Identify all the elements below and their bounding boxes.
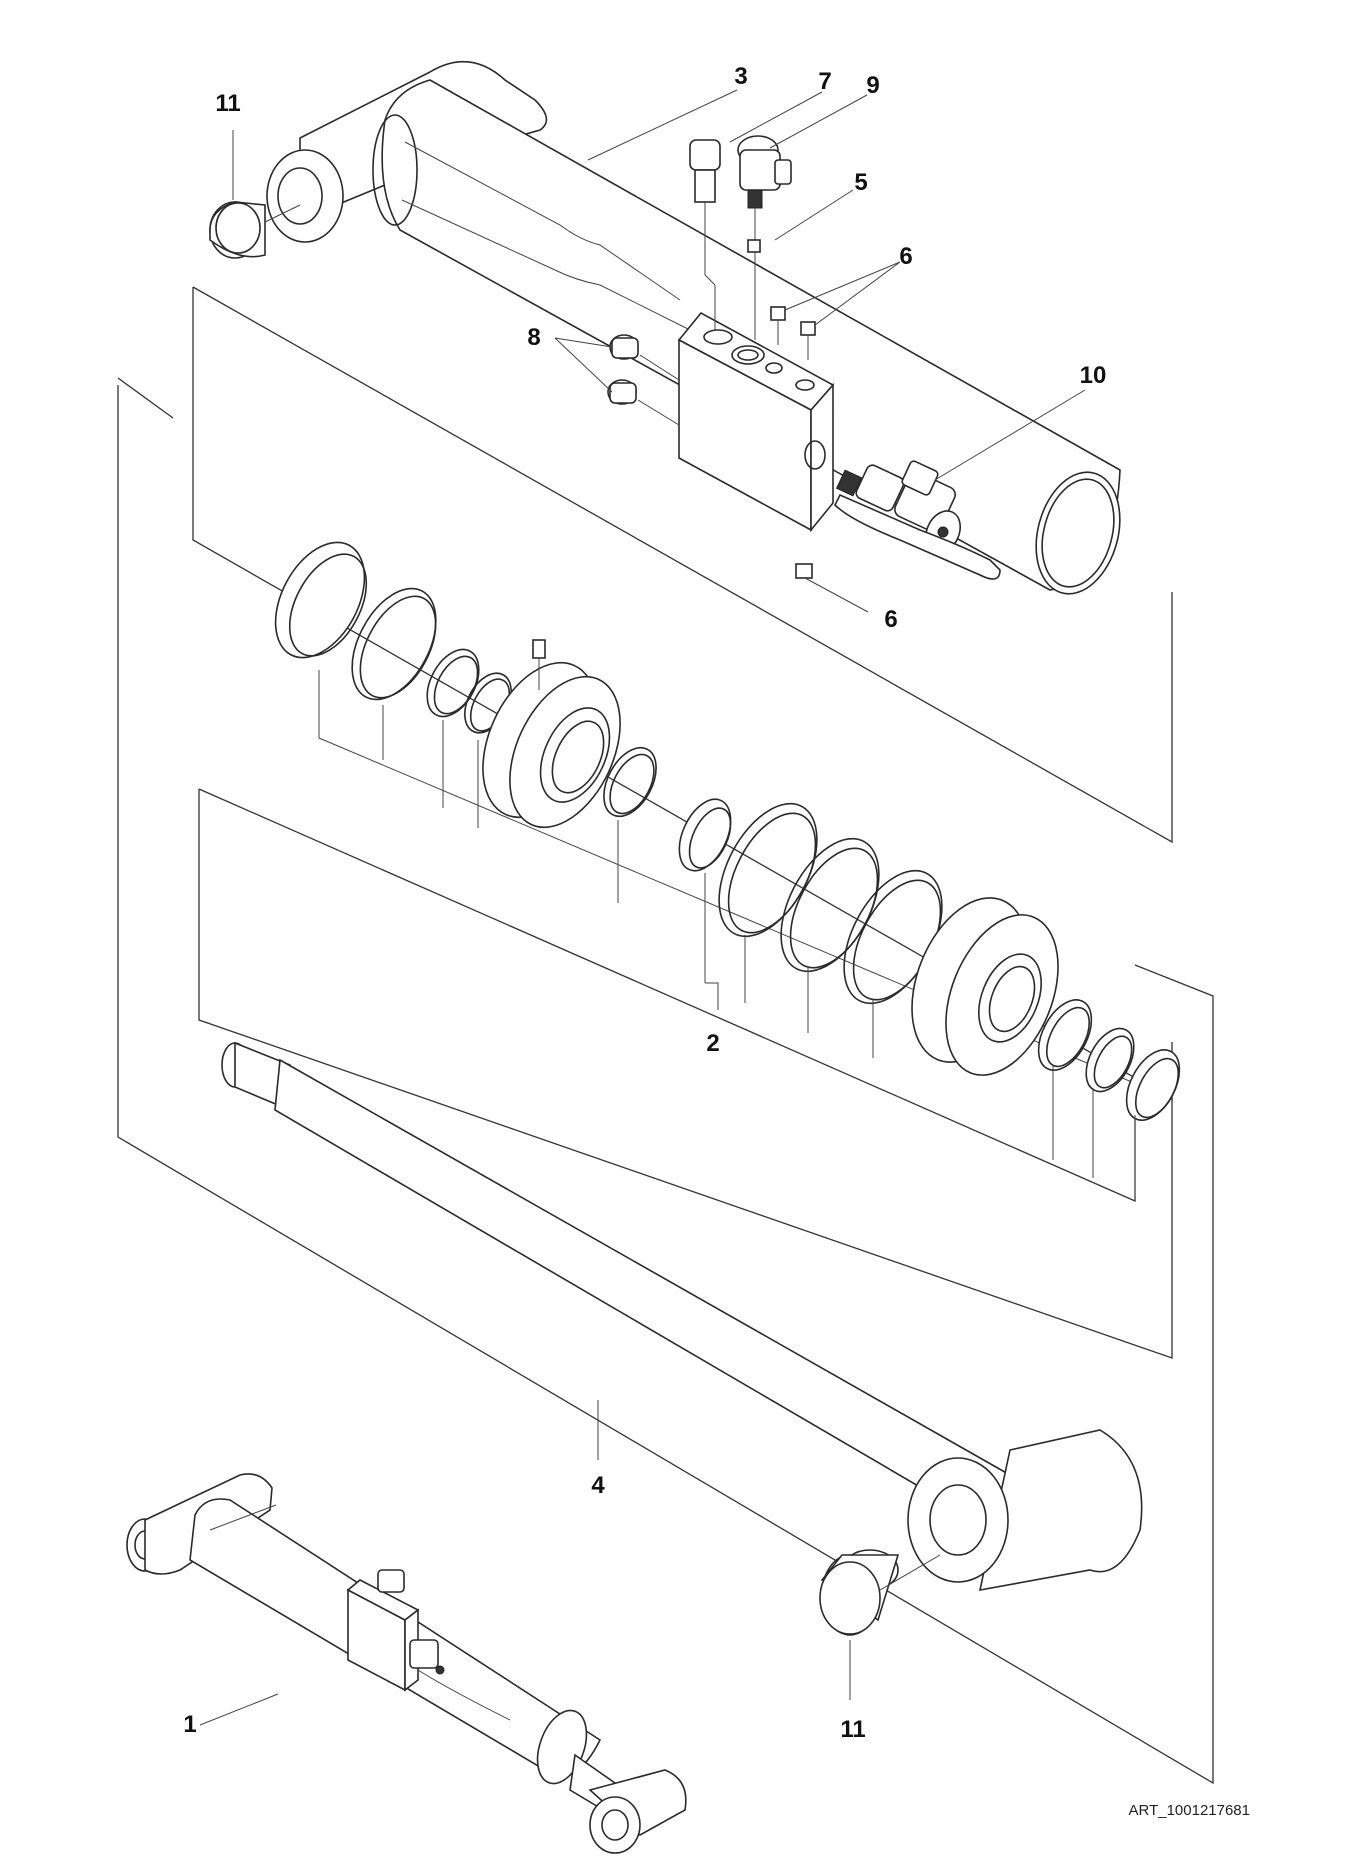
cylinder-head <box>911 897 1181 1121</box>
solenoid-valve <box>737 135 792 340</box>
callout-leaders <box>199 89 1086 1726</box>
valve-block <box>677 311 835 533</box>
bushing-lower <box>819 1549 941 1700</box>
rod-group-frame <box>198 788 1173 1359</box>
callout-11-upper: 11 <box>215 90 240 117</box>
callout-4: 4 <box>591 1472 605 1499</box>
piston-rod <box>221 1041 1143 1592</box>
callout-3: 3 <box>734 63 747 90</box>
callout-6-top: 6 <box>899 243 912 270</box>
bushing-upper <box>209 130 301 259</box>
callout-11-lower: 11 <box>840 1716 865 1743</box>
cylinder-barrel <box>266 60 1121 595</box>
callout-labels: 11 3 7 9 5 6 8 10 6 2 4 1 11 ART_1001217… <box>183 63 1250 1819</box>
art-reference-id: ART_1001217681 <box>1129 1802 1251 1819</box>
callout-2: 2 <box>706 1030 719 1057</box>
outer-boundary-frame <box>117 377 1214 1785</box>
callout-8: 8 <box>527 324 540 351</box>
callout-5: 5 <box>854 169 867 196</box>
piston <box>482 639 657 829</box>
screws <box>770 306 816 579</box>
solenoid-coil <box>834 460 1001 580</box>
leaders-gland-seals <box>704 873 1136 1198</box>
callout-7: 7 <box>818 68 831 95</box>
assembled-cylinder-thumbnail <box>126 1473 687 1854</box>
seal-rings-upper <box>274 541 512 734</box>
leaders-upper-seals <box>318 670 1173 1100</box>
callout-9: 9 <box>866 72 879 99</box>
callout-6-bottom: 6 <box>884 606 897 633</box>
callout-1: 1 <box>183 1711 196 1738</box>
valve-cartridge <box>689 139 721 330</box>
callout-10: 10 <box>1080 362 1107 389</box>
gland-seals <box>678 798 943 1005</box>
fitting-plugs <box>607 334 680 426</box>
